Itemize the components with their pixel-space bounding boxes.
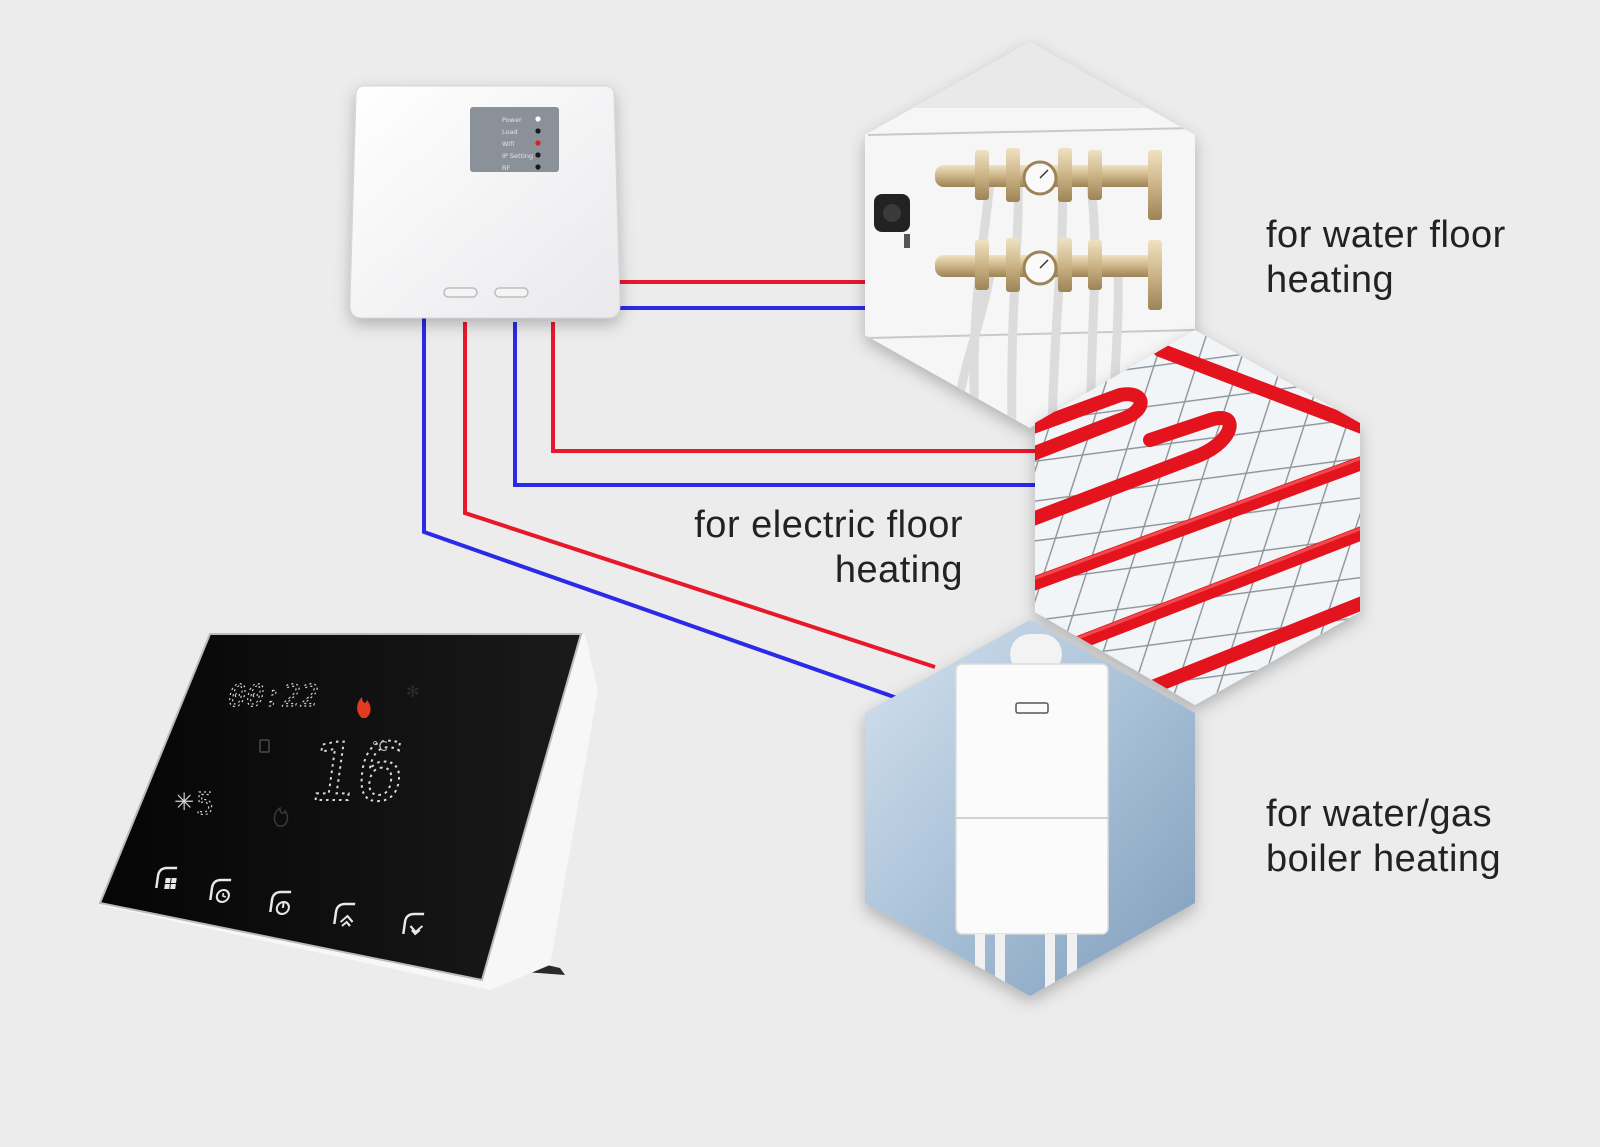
power-icon[interactable]	[269, 890, 292, 915]
wire-boiler-return	[422, 318, 898, 700]
led-label: IP Setting	[502, 152, 533, 160]
caption-water-floor: for water floor heating	[1266, 213, 1506, 303]
receiver-button-left[interactable]	[443, 287, 478, 298]
caption-water-floor-line1: for water floor	[1266, 214, 1506, 256]
clock-icon[interactable]	[209, 878, 232, 903]
arrow-up-icon[interactable]	[333, 902, 356, 927]
receiver-button-right[interactable]	[494, 287, 529, 298]
fan-speed: 5	[196, 787, 214, 822]
led-label: Power	[502, 116, 522, 124]
boiler-icon	[865, 620, 1195, 996]
caption-water-floor-line2: heating	[1266, 259, 1395, 301]
led-indicator	[535, 164, 541, 170]
led-indicator	[535, 140, 541, 146]
caption-electric-floor-line1: for electric floor	[694, 504, 963, 546]
caption-boiler-line2: boiler heating	[1266, 838, 1502, 880]
wire-electric-live	[551, 322, 1040, 453]
wire-electric-return	[513, 322, 1040, 487]
wires	[422, 280, 1040, 700]
thermostat: 00:22 ✻ 16 °C ✳ 5	[98, 633, 598, 990]
thermostat-clock: 00:22	[224, 679, 322, 714]
caption-boiler-line1: for water/gas	[1266, 793, 1493, 835]
snowflake-icon: ✻	[406, 682, 419, 701]
caption-electric-floor-line2: heating	[834, 549, 963, 591]
lock-icon	[259, 739, 270, 753]
thermostat-unit: °C	[372, 740, 388, 755]
arrow-down-icon[interactable]	[402, 912, 425, 936]
boiler-hexagon	[865, 620, 1195, 996]
led-indicator	[535, 152, 541, 158]
led-indicator	[535, 116, 541, 122]
caption-boiler: for water/gas boiler heating	[1266, 792, 1501, 882]
fan-icon: ✳	[174, 788, 194, 816]
caption-electric-floor: for electric floor heating	[660, 503, 963, 593]
mode-icon[interactable]	[155, 866, 178, 889]
wire-boiler-live	[463, 322, 936, 669]
flame-icon	[357, 697, 371, 718]
water-floor-hexagon	[865, 42, 1195, 428]
led-indicator	[535, 128, 541, 134]
thermostat-temperature: 16	[302, 725, 411, 819]
heat-icon	[273, 806, 289, 827]
led-label: Load	[502, 128, 518, 136]
electric-floor-hexagon	[1035, 330, 1360, 705]
heating-cable-icon	[1035, 330, 1360, 705]
led-label: Wifi	[502, 140, 514, 148]
thermostat-buttons	[155, 866, 425, 936]
led-label: RF	[502, 164, 511, 172]
